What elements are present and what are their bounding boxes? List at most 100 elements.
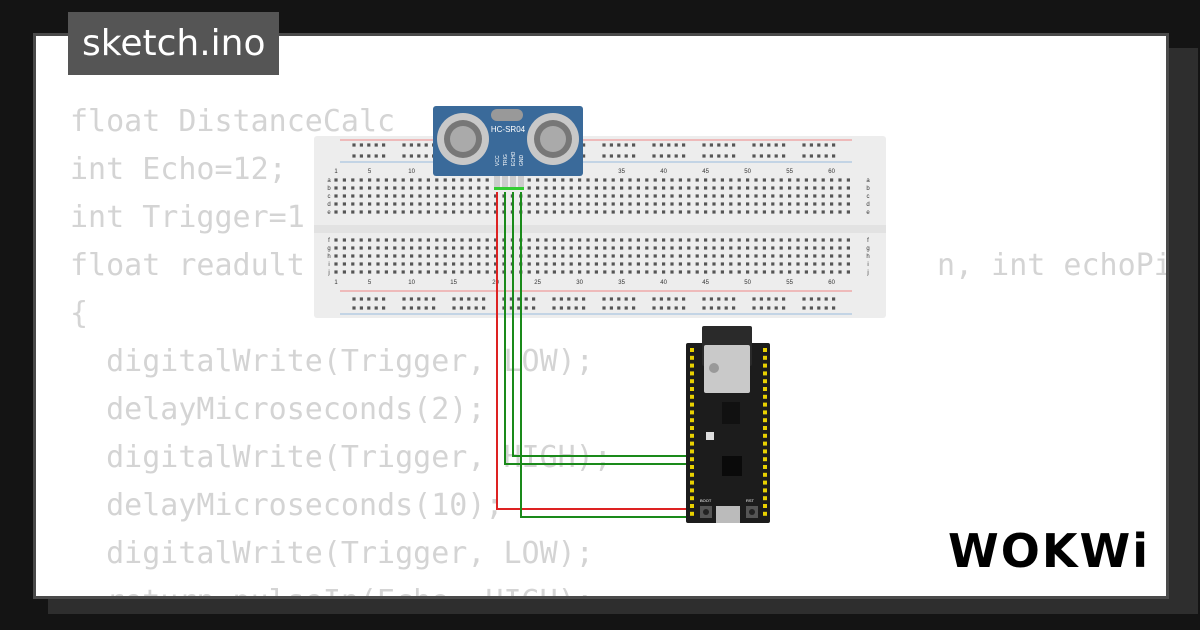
breadboard-hole[interactable] [796, 194, 800, 198]
breadboard-hole[interactable] [804, 246, 808, 250]
breadboard-hole[interactable] [687, 194, 691, 198]
breadboard-hole[interactable] [368, 238, 372, 242]
breadboard-hole[interactable] [659, 297, 663, 301]
breadboard-hole[interactable] [485, 210, 489, 214]
breadboard-hole[interactable] [578, 270, 582, 274]
breadboard-hole[interactable] [374, 297, 378, 301]
breadboard-hole[interactable] [687, 270, 691, 274]
breadboard-hole[interactable] [567, 297, 571, 301]
breadboard-hole[interactable] [712, 238, 716, 242]
breadboard-hole[interactable] [586, 202, 590, 206]
breadboard-hole[interactable] [485, 262, 489, 266]
breadboard-hole[interactable] [704, 186, 708, 190]
breadboard-hole[interactable] [527, 210, 531, 214]
breadboard-hole[interactable] [846, 210, 850, 214]
board-pin[interactable] [763, 449, 767, 454]
breadboard-hole[interactable] [746, 194, 750, 198]
breadboard-hole[interactable] [603, 238, 607, 242]
breadboard-hole[interactable] [695, 238, 699, 242]
breadboard-hole[interactable] [682, 154, 686, 158]
breadboard-hole[interactable] [443, 246, 447, 250]
breadboard-hole[interactable] [779, 202, 783, 206]
breadboard-hole[interactable] [467, 297, 471, 301]
breadboard-hole[interactable] [494, 262, 498, 266]
board-pin[interactable] [690, 504, 694, 508]
breadboard-hole[interactable] [670, 194, 674, 198]
breadboard-hole[interactable] [788, 254, 792, 258]
breadboard-hole[interactable] [410, 270, 414, 274]
breadboard-hole[interactable] [720, 178, 724, 182]
breadboard-hole[interactable] [759, 297, 763, 301]
breadboard-hole[interactable] [838, 262, 842, 266]
breadboard-hole[interactable] [586, 186, 590, 190]
breadboard-hole[interactable] [334, 178, 338, 182]
esp32-board[interactable]: BOOT RST [686, 326, 770, 523]
breadboard-hole[interactable] [376, 254, 380, 258]
breadboard-hole[interactable] [536, 186, 540, 190]
breadboard-hole[interactable] [762, 246, 766, 250]
breadboard-hole[interactable] [729, 246, 733, 250]
breadboard-hole[interactable] [452, 210, 456, 214]
breadboard-hole[interactable] [603, 194, 607, 198]
breadboard-hole[interactable] [779, 186, 783, 190]
breadboard-hole[interactable] [824, 306, 828, 310]
breadboard-hole[interactable] [352, 297, 356, 301]
breadboard-hole[interactable] [536, 202, 540, 206]
breadboard-hole[interactable] [846, 238, 850, 242]
breadboard-hole[interactable] [384, 186, 388, 190]
breadboard-hole[interactable] [485, 270, 489, 274]
breadboard-hole[interactable] [771, 194, 775, 198]
breadboard-hole[interactable] [809, 306, 813, 310]
breadboard-hole[interactable] [754, 194, 758, 198]
breadboard-hole[interactable] [717, 143, 721, 147]
breadboard-hole[interactable] [653, 238, 657, 242]
breadboard-hole[interactable] [376, 186, 380, 190]
breadboard-hole[interactable] [536, 262, 540, 266]
breadboard-hole[interactable] [417, 306, 421, 310]
breadboard-hole[interactable] [737, 178, 741, 182]
board-pin[interactable] [763, 363, 767, 368]
breadboard-hole[interactable] [552, 238, 556, 242]
breadboard-hole[interactable] [720, 254, 724, 258]
breadboard-hole[interactable] [645, 246, 649, 250]
breadboard-hole[interactable] [704, 178, 708, 182]
breadboard-hole[interactable] [536, 246, 540, 250]
breadboard-hole[interactable] [359, 262, 363, 266]
breadboard-hole[interactable] [477, 210, 481, 214]
breadboard-hole[interactable] [824, 297, 828, 301]
breadboard-hole[interactable] [636, 186, 640, 190]
breadboard-hole[interactable] [653, 246, 657, 250]
breadboard-hole[interactable] [678, 246, 682, 250]
breadboard-hole[interactable] [767, 297, 771, 301]
breadboard-hole[interactable] [435, 210, 439, 214]
breadboard-hole[interactable] [720, 238, 724, 242]
breadboard-hole[interactable] [759, 306, 763, 310]
breadboard-hole[interactable] [712, 202, 716, 206]
breadboard-hole[interactable] [410, 254, 414, 258]
breadboard-hole[interactable] [709, 306, 713, 310]
breadboard-hole[interactable] [426, 186, 430, 190]
breadboard-hole[interactable] [594, 270, 598, 274]
breadboard-hole[interactable] [443, 194, 447, 198]
breadboard-hole[interactable] [359, 186, 363, 190]
breadboard-hole[interactable] [782, 154, 786, 158]
breadboard-hole[interactable] [401, 202, 405, 206]
breadboard-hole[interactable] [746, 178, 750, 182]
breadboard-hole[interactable] [409, 297, 413, 301]
wire-vcc[interactable] [496, 192, 694, 510]
breadboard-hole[interactable] [477, 270, 481, 274]
board-pin[interactable] [690, 402, 694, 407]
breadboard-hole[interactable] [804, 202, 808, 206]
breadboard-hole[interactable] [426, 262, 430, 266]
breadboard-hole[interactable] [817, 143, 821, 147]
breadboard-hole[interactable] [687, 186, 691, 190]
breadboard-hole[interactable] [620, 254, 624, 258]
breadboard-hole[interactable] [653, 194, 657, 198]
board-pin[interactable] [690, 441, 694, 446]
breadboard-hole[interactable] [628, 202, 632, 206]
breadboard-hole[interactable] [517, 306, 521, 310]
breadboard-hole[interactable] [838, 210, 842, 214]
wires[interactable] [496, 192, 694, 518]
breadboard-hole[interactable] [659, 143, 663, 147]
breadboard-hole[interactable] [561, 262, 565, 266]
